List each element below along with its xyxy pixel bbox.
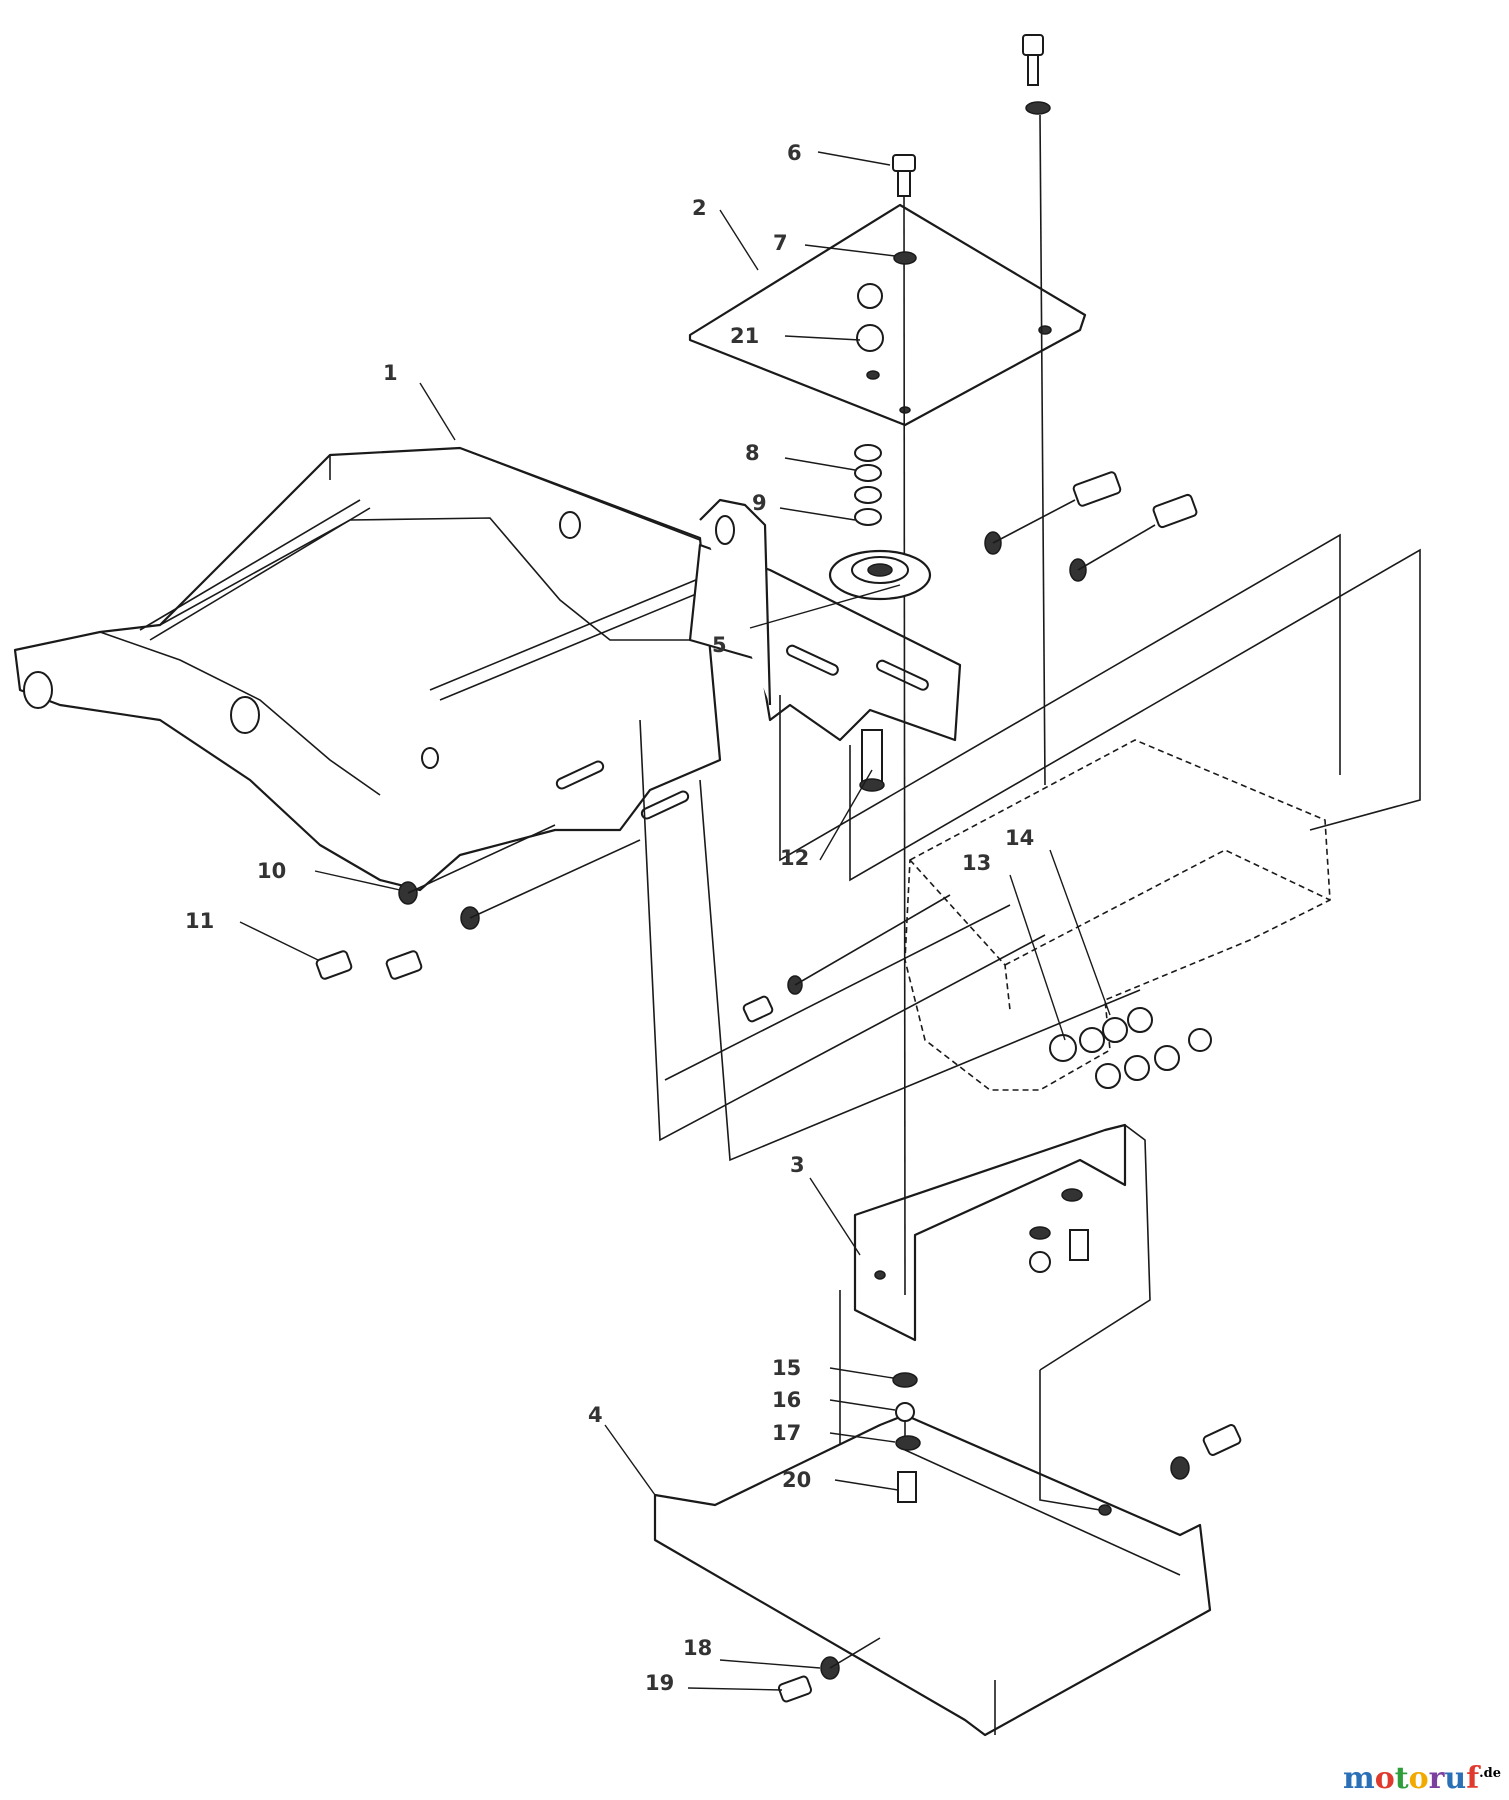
callout-2: 2: [692, 196, 707, 220]
watermark-text: motoruf: [1343, 1761, 1479, 1796]
callout-6: 6: [787, 141, 802, 165]
watermark-letter: o: [1408, 1761, 1429, 1796]
callout-12: 12: [780, 846, 809, 870]
callout-3: 3: [790, 1153, 805, 1177]
watermark-letter: u: [1444, 1761, 1467, 1796]
callout-8: 8: [745, 441, 760, 465]
hardware-bolts: [315, 34, 1242, 1703]
callout-21: 21: [730, 324, 759, 348]
watermark-letter: o: [1374, 1761, 1395, 1796]
watermark-logo: motoruf.de: [1343, 1761, 1501, 1796]
top-plate-part: [688, 203, 1087, 427]
callout-7: 7: [773, 231, 788, 255]
callout-10: 10: [257, 859, 286, 883]
callout-18: 18: [683, 1636, 712, 1660]
callout-5: 5: [712, 633, 727, 657]
callout-11: 11: [185, 909, 214, 933]
watermark-letter: t: [1394, 1761, 1409, 1796]
callout-4: 4: [588, 1403, 603, 1427]
callout-13: 13: [962, 851, 991, 875]
watermark-suffix: .de: [1479, 1766, 1501, 1781]
callout-19: 19: [645, 1671, 674, 1695]
callout-15: 15: [772, 1356, 801, 1380]
callout-9: 9: [752, 491, 767, 515]
frame-part: [13, 446, 1421, 1162]
base-tray-part: [653, 1370, 1212, 1737]
watermark-letter: m: [1342, 1761, 1375, 1796]
callout-17: 17: [772, 1421, 801, 1445]
watermark-letter: r: [1428, 1761, 1445, 1796]
callout-14: 14: [1005, 826, 1034, 850]
callout-16: 16: [772, 1388, 801, 1412]
callout-1: 1: [383, 361, 398, 385]
callout-labels: 1 2 3 4 5 6 7 8 9 10 11 12 13 14 15 16 1…: [185, 141, 1034, 1695]
callout-leaders: [239, 151, 1111, 1691]
callout-20: 20: [782, 1468, 811, 1492]
watermark-letter: f: [1466, 1761, 1480, 1796]
